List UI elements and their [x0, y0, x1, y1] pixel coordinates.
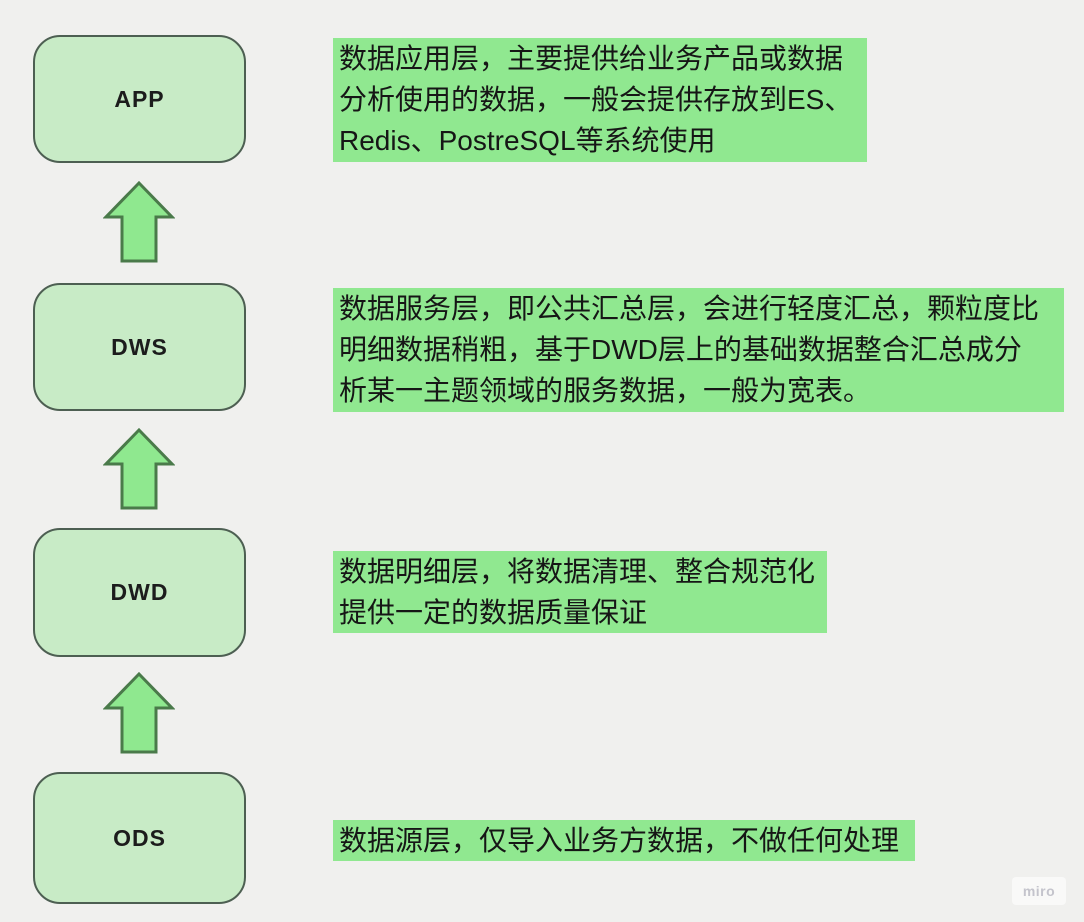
layer-description-app: 数据应用层，主要提供给业务产品或数据 分析使用的数据，一般会提供存放到ES、 R…: [333, 38, 867, 162]
layer-label-ods: ODS: [113, 824, 166, 851]
layer-box-dws: DWS: [33, 283, 246, 411]
miro-watermark: miro: [1012, 877, 1066, 905]
layer-box-ods: ODS: [33, 772, 246, 904]
layer-box-app: APP: [33, 35, 246, 163]
layer-description-dwd: 数据明细层，将数据清理、整合规范化 提供一定的数据质量保证: [333, 551, 827, 633]
layer-label-app: APP: [114, 85, 165, 112]
layer-description-ods: 数据源层，仅导入业务方数据，不做任何处理: [333, 820, 915, 861]
layer-label-dws: DWS: [111, 333, 168, 360]
layer-box-dwd: DWD: [33, 528, 246, 657]
up-arrow-icon: [103, 180, 175, 263]
layer-label-dwd: DWD: [110, 579, 169, 605]
up-arrow-icon: [103, 671, 175, 754]
up-arrow-icon: [103, 427, 175, 510]
layer-description-dws: 数据服务层，即公共汇总层，会进行轻度汇总，颗粒度比 明细数据稍粗，基于DWD层上…: [333, 288, 1064, 412]
